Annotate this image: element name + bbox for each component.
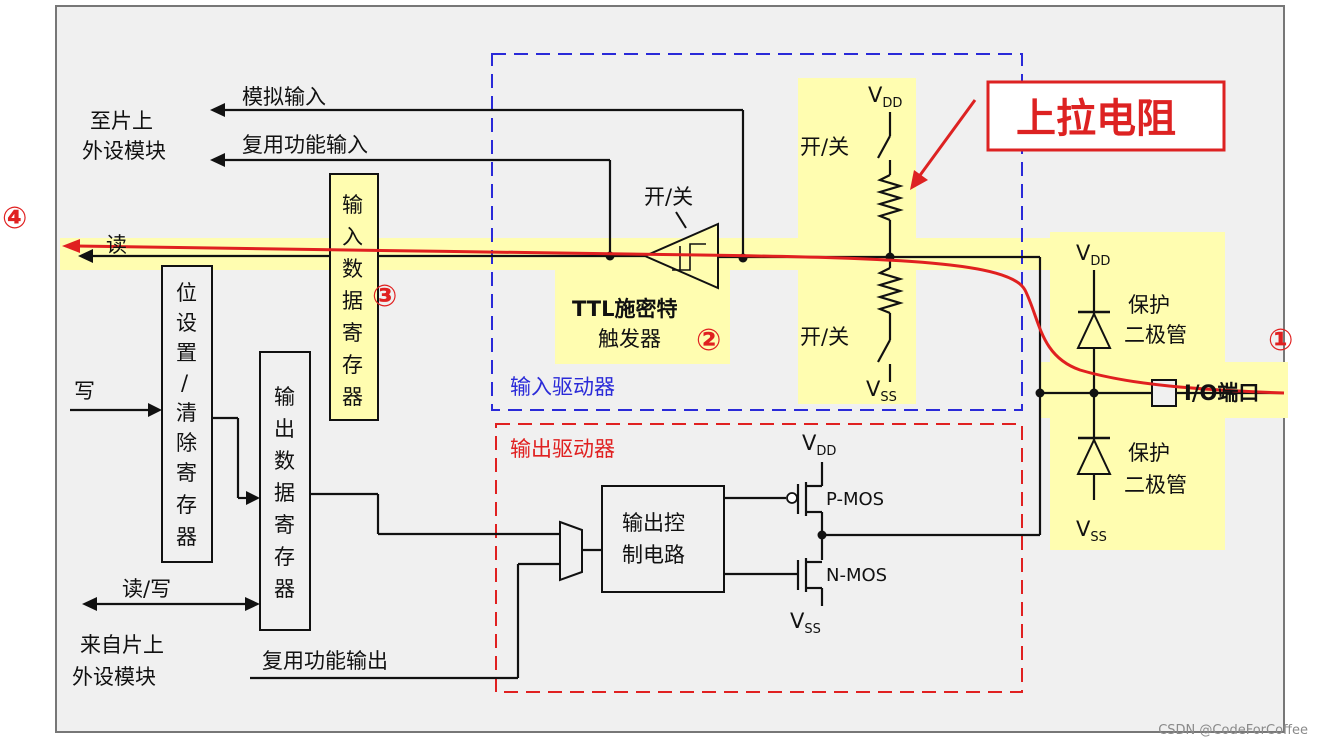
analog-in-label: 模拟输入	[242, 85, 326, 109]
reg-char: 位	[176, 281, 197, 305]
reg-char: 输	[342, 193, 363, 217]
reg-char: 器	[342, 385, 363, 409]
input-driver-box	[491, 53, 1023, 411]
input-driver-label: 输入驱动器	[510, 375, 615, 399]
reg-char: 寄	[176, 461, 197, 485]
reg-char: /	[181, 371, 189, 395]
read-arrow	[78, 249, 93, 263]
register-wires	[70, 408, 602, 680]
output-control-circuit	[601, 485, 725, 593]
read-flow-arrowhead	[62, 239, 80, 253]
lower-protect-label-1: 保护	[1128, 441, 1170, 465]
reg-char: 据	[342, 289, 363, 313]
highlight-areas	[60, 78, 1288, 550]
write-label: 写	[74, 379, 95, 403]
lower-diode	[1076, 437, 1112, 475]
pullup-vdd-label: VDD	[868, 83, 902, 111]
driver-node-dot	[1035, 388, 1045, 398]
nmos-vss-label: VSS	[790, 609, 821, 637]
pullup-onoff-label: 开/关	[800, 135, 849, 159]
mos-network	[724, 462, 1040, 606]
analog-in-arrow	[210, 103, 225, 117]
alt-out-label: 复用功能输出	[262, 649, 388, 673]
diode-vdd-label: VDD	[1076, 241, 1110, 269]
reg-char: 据	[274, 481, 295, 505]
rw-arrow-left	[82, 597, 97, 611]
reg-char: 设	[176, 311, 197, 335]
output-register-text: 输 出 数 据 寄 存 器	[274, 385, 295, 601]
output-mux	[559, 520, 583, 582]
reg-char: 除	[176, 431, 197, 455]
to-periph-label-2: 外设模块	[82, 139, 166, 163]
pmos-vdd-label: VDD	[802, 431, 836, 459]
pulldown-vss-label: VSS	[866, 377, 897, 405]
input-register-text: 输 入 数 据 寄 存 器	[342, 193, 363, 409]
reg-char: 寄	[342, 321, 363, 345]
schmitt-onoff-label: 开/关	[644, 185, 693, 209]
write-arrow	[148, 403, 162, 417]
bit-set-reset-register	[161, 265, 213, 563]
read-flow-path	[75, 244, 1285, 395]
upper-protect-label-1: 保护	[1128, 293, 1170, 317]
reg-char: 数	[342, 257, 363, 281]
from-periph-label-2: 外设模块	[72, 665, 156, 689]
reg-char: 置	[176, 341, 197, 365]
out-ctrl-label-1: 输出控	[622, 511, 685, 535]
reg-char: 存	[274, 545, 295, 569]
input-data-register	[329, 173, 379, 421]
io-port-label: I/O端口	[1184, 381, 1259, 405]
lower-protect-label-2: 二极管	[1124, 473, 1187, 497]
reg-char: 入	[342, 225, 363, 249]
nmos-label: N-MOS	[826, 565, 887, 586]
output-driver-label: 输出驱动器	[510, 437, 615, 461]
output-driver-box	[495, 423, 1023, 693]
marker-2: ②	[696, 323, 721, 358]
marker-3: ③	[372, 279, 397, 314]
reg-char: 出	[274, 417, 295, 441]
set-reset-arrow	[246, 491, 260, 505]
alt-in-label: 复用功能输入	[242, 133, 368, 157]
pulldown-onoff-label: 开/关	[800, 325, 849, 349]
pullup-callout-text: 上拉电阻	[1016, 96, 1176, 142]
schmitt-enable-line	[675, 211, 687, 229]
pullup-callout-line	[916, 99, 977, 179]
pullup-highlight	[798, 78, 916, 404]
pullup-callout-box	[986, 80, 1226, 152]
reg-char: 存	[176, 493, 197, 517]
reg-char: 存	[342, 353, 363, 377]
rw-arrow-right	[245, 597, 260, 611]
reg-char: 数	[274, 449, 295, 473]
io-node-dot	[1089, 388, 1099, 398]
output-data-register	[259, 351, 311, 631]
reg-char: 清	[176, 401, 197, 425]
rw-label: 读/写	[122, 577, 171, 601]
reg-char: 输	[274, 385, 295, 409]
from-periph-label-1: 来自片上	[80, 633, 164, 657]
marker-1: ①	[1268, 323, 1293, 358]
bit-set-reset-register-text: 位 设 置 / 清 除 寄 存 器	[176, 281, 197, 549]
read-label: 读	[106, 233, 127, 257]
ttl-label-2: 触发器	[598, 327, 661, 351]
reg-char: 器	[274, 577, 295, 601]
ttl-label-1: TTL施密特	[572, 297, 678, 321]
upper-diode	[1076, 311, 1112, 349]
out-ctrl-label-2: 制电路	[622, 543, 685, 567]
marker-4: ④	[2, 201, 27, 236]
reg-char: 器	[176, 525, 197, 549]
alt-in-arrow	[210, 153, 225, 167]
pmos-gate-bubble	[786, 492, 798, 504]
reg-char: 寄	[274, 513, 295, 537]
to-periph-label-1: 至片上	[90, 109, 153, 133]
pullup-callout-arrowhead	[910, 170, 928, 190]
diode-vss-label: VSS	[1076, 517, 1107, 545]
watermark: CSDN @CodeForCoffee	[1158, 723, 1308, 738]
pmos-label: P-MOS	[826, 489, 884, 510]
upper-protect-label-2: 二极管	[1124, 323, 1187, 347]
mos-output-dot	[817, 530, 827, 540]
hysteresis-icon	[672, 243, 706, 271]
pull-network	[876, 112, 904, 382]
